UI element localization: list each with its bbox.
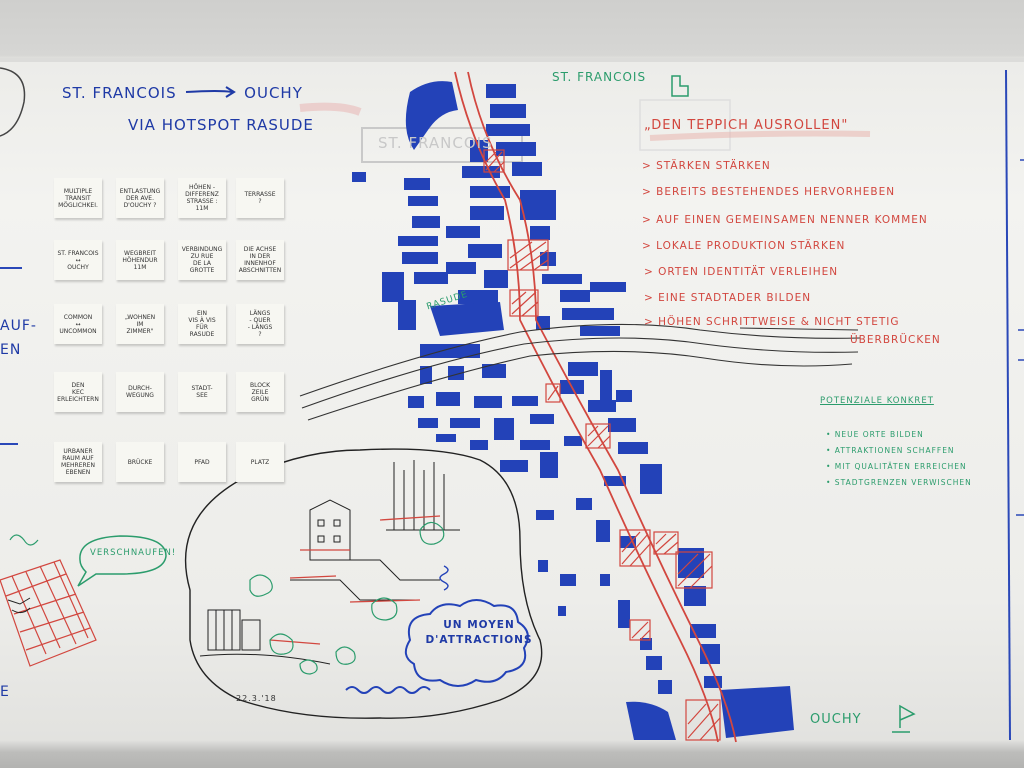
title-to: OUCHY	[244, 84, 303, 102]
sticky-note: MULTIPLE TRANSIT MÖGLICHKEI.	[54, 178, 102, 218]
sticky-note: PLATZ	[236, 442, 284, 482]
lake-waves	[345, 686, 431, 694]
city-map-blocks	[352, 81, 794, 740]
faded-rectangle-2	[639, 99, 731, 151]
sticky-note: URBANER RAUM AUF MEHREREN EBENEN	[54, 442, 102, 482]
sticky-note: BLOCK ZEILE GRÜN	[236, 372, 284, 412]
title-line-1: ST. FRANCOIS OUCHY	[62, 84, 303, 102]
railway-lines	[299, 323, 861, 421]
sticky-note: COMMON ↔ UNCOMMON	[54, 304, 102, 344]
title-from: ST. FRANCOIS	[62, 84, 177, 102]
sticky-note: EIN VIS À VIS FÜR RASUDE	[178, 304, 226, 344]
left-edge-blue-marks	[0, 267, 22, 445]
potential-heading: POTENZIALE KONKRET	[820, 396, 934, 406]
sticky-note: BRÜCKE	[116, 442, 164, 482]
sticky-note: ST. FRANCOIS ↔ OUCHY	[54, 240, 102, 280]
sailboat-icon	[892, 704, 916, 733]
list-item: > LOKALE PRODUKTION STÄRKEN	[642, 240, 846, 252]
left-figure-sketch	[7, 597, 31, 614]
potential-item: • NEUE ORTE BILDEN	[826, 430, 924, 439]
left-grid	[0, 559, 97, 667]
list-item: > ORTEN IDENTITÄT VERLEIHEN	[644, 266, 839, 278]
list-item: > BEREITS BESTEHENDES HERVORHEBEN	[642, 186, 896, 198]
list-item: ÜBERBRÜCKEN	[850, 334, 941, 346]
sticky-note: PFAD	[178, 442, 226, 482]
red-hatched-blocks	[483, 149, 721, 741]
sticky-note: DIE ACHSE IN DER INNENHOF ABSCHNITTEN	[236, 240, 284, 280]
sticky-note: LÄNGS - QUER - LÄNGS ?	[236, 304, 284, 344]
red-smudge	[299, 102, 362, 116]
sketch-signature-date: 22.3.'18	[236, 694, 277, 703]
right-edge-blue-line	[1005, 69, 1011, 741]
red-main-axis	[454, 71, 737, 743]
faded-label: ST. FRANCOIS	[378, 134, 493, 152]
sketch-blob-outline	[184, 448, 543, 719]
sketch-trees	[249, 521, 445, 675]
potential-item: • STADTGRENZEN VERWISCHEN	[826, 478, 972, 487]
sketch-red-accents	[269, 515, 441, 645]
left-fragment-b: EN	[0, 342, 22, 358]
sticky-note: TERRASSE ?	[236, 178, 284, 218]
left-edge-bubble-outline	[0, 67, 26, 137]
left-fragment-a: AUF-	[0, 318, 37, 334]
verschnaufen-bubble	[77, 535, 167, 587]
title-line-2: VIA HOTSPOT RASUDE	[128, 116, 314, 134]
attractions-bubble-text: UN MOYEN D'ATTRACTIONS	[425, 619, 533, 646]
sticky-note: HÖHEN - DIFFERENZ STRASSE : 11m	[178, 178, 226, 218]
sketch-wave	[439, 565, 449, 591]
title-arrow-icon	[185, 86, 236, 98]
sticky-note: „WOHNEN IM ZIMMER"	[116, 304, 164, 344]
sticky-note: VERBINDUNG ZU RUE DE LA GROTTE	[178, 240, 226, 280]
list-item: > HÖHEN SCHRITTWEISE & NICHT STETIG	[644, 316, 900, 328]
left-fragment-c: E	[0, 684, 10, 700]
sticky-note: WEGBREIT HÖHENDUR 11m	[116, 240, 164, 280]
verschnaufen-text: VERSCHNAUFEN!	[90, 548, 177, 558]
left-green-scribble	[9, 534, 39, 546]
sticky-note: ENTLASTUNG DER AVE. D'OUCHY ?	[116, 178, 164, 218]
sketch-drawing	[199, 460, 460, 665]
list-item: > EINE STADTADER BILDEN	[644, 292, 812, 304]
potential-item: • MIT QUALITÄTEN ERREICHEN	[826, 462, 967, 471]
sticky-note: DEN KEC ERLEICHTERN	[54, 372, 102, 412]
list-item: > AUF EINEN GEMEINSAMEN NENNER KOMMEN	[642, 214, 928, 226]
whiteboard-frame-top	[0, 58, 1024, 62]
sticky-note: STADT- SEE	[178, 372, 226, 412]
map-label-st-francois: ST. FRANCOIS	[552, 70, 647, 84]
potential-item: • ATTRAKTIONEN SCHAFFEN	[826, 446, 955, 455]
map-label-ouchy: OUCHY	[810, 712, 862, 727]
church-icon	[671, 75, 689, 97]
list-item: > STÄRKEN STÄRKEN	[642, 160, 771, 172]
heading-highlight	[649, 130, 871, 141]
heading-teppich: „DEN TEPPICH AUSROLLEN"	[644, 118, 849, 133]
sticky-note: DURCH- WEGUNG	[116, 372, 164, 412]
attractions-bubble	[404, 599, 529, 687]
right-edge-marks	[1016, 159, 1024, 516]
